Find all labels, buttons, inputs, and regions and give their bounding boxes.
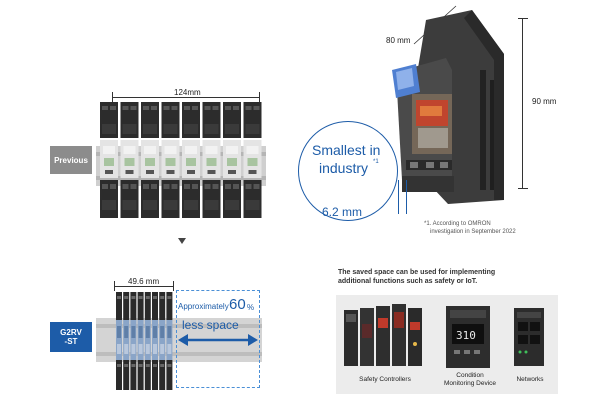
g2rv-single-relay-image <box>392 10 504 204</box>
g2rv-relay-bottom <box>130 360 137 390</box>
previous-dimension-tick-right <box>259 92 260 102</box>
svg-text:310: 310 <box>456 329 476 342</box>
approximately-text: Approximately <box>178 302 229 311</box>
g2rv-relay-bottom <box>123 360 130 390</box>
g2rv-relay-module <box>116 320 122 360</box>
condition-monitoring-device-image: 310 <box>446 306 490 368</box>
height-dimension-top-tick <box>518 18 528 19</box>
g2rv-relay-module <box>123 320 130 360</box>
smallest-line1: Smallest in <box>312 142 381 158</box>
g2rv-relay-bottom <box>116 360 122 390</box>
g2rv-relay-bottom <box>166 360 173 390</box>
footnote-text: *1. According to OMRON investigation in … <box>424 221 516 235</box>
previous-relay-image <box>96 102 266 218</box>
previous-dimension-tick-left <box>112 92 113 102</box>
width-tick-right <box>406 180 407 214</box>
g2rv-dimension-tick-left <box>114 281 115 291</box>
smallest-line2: industry <box>319 160 369 176</box>
g2rv-relay-module <box>159 320 166 360</box>
smallest-in-industry-badge <box>298 121 398 221</box>
g2rv-relay-top <box>152 292 158 320</box>
previous-tag: Previous <box>50 146 92 174</box>
previous-width-label: 124mm <box>172 88 203 97</box>
g2rv-relay-bottom <box>152 360 158 390</box>
g2rv-relay-bottom <box>144 360 151 390</box>
sixty-value: 60 <box>229 296 246 313</box>
g2rv-relay-top <box>159 292 166 320</box>
g2rv-dimension-line <box>114 286 174 287</box>
safety-controller-image <box>344 304 422 366</box>
g2rv-relay-module <box>137 320 144 360</box>
product-label-networks: Networks <box>516 376 544 383</box>
network-switch-image <box>514 308 544 366</box>
previous-dimension-line <box>112 97 260 98</box>
double-arrow-icon <box>178 334 258 346</box>
g2rv-width-label: 49.6 mm <box>126 277 162 286</box>
height-dimension-line <box>522 18 523 188</box>
g2rv-relay-top <box>130 292 137 320</box>
g2rv-relay-bottom <box>159 360 166 390</box>
g2rv-relay-top <box>116 292 122 320</box>
down-arrow-icon <box>178 238 186 244</box>
product-label-condition-monitoring: Condition Monitoring Device <box>443 372 497 387</box>
height-dimension-bottom-tick <box>518 188 528 189</box>
g2rv-dimension-tick-right <box>173 281 174 291</box>
percent-sign: % <box>247 303 255 312</box>
product-label-safety-controllers: Safety Controllers <box>359 376 411 383</box>
g2rv-relay-top <box>137 292 144 320</box>
g2rv-relay-module <box>152 320 158 360</box>
height-label: 90 mm <box>532 97 557 106</box>
g2rv-relay-module <box>166 320 173 360</box>
less-space-text: less space <box>182 318 239 332</box>
g2rv-relay-top <box>144 292 151 320</box>
g2rv-tag: G2RV-ST <box>50 322 92 352</box>
g2rv-relay-top <box>166 292 173 320</box>
g2rv-relay-top <box>123 292 130 320</box>
depth-label: 80 mm <box>386 36 411 45</box>
saved-space-box <box>176 290 260 388</box>
footnote-marker: *1 <box>373 159 379 165</box>
g2rv-relay-module <box>144 320 151 360</box>
saved-space-text: The saved space can be used for implemen… <box>338 269 496 285</box>
g2rv-relay-module <box>130 320 137 360</box>
width-label: 6.2 mm <box>322 205 363 219</box>
width-tick-left <box>398 180 399 214</box>
g2rv-relay-bottom <box>137 360 144 390</box>
